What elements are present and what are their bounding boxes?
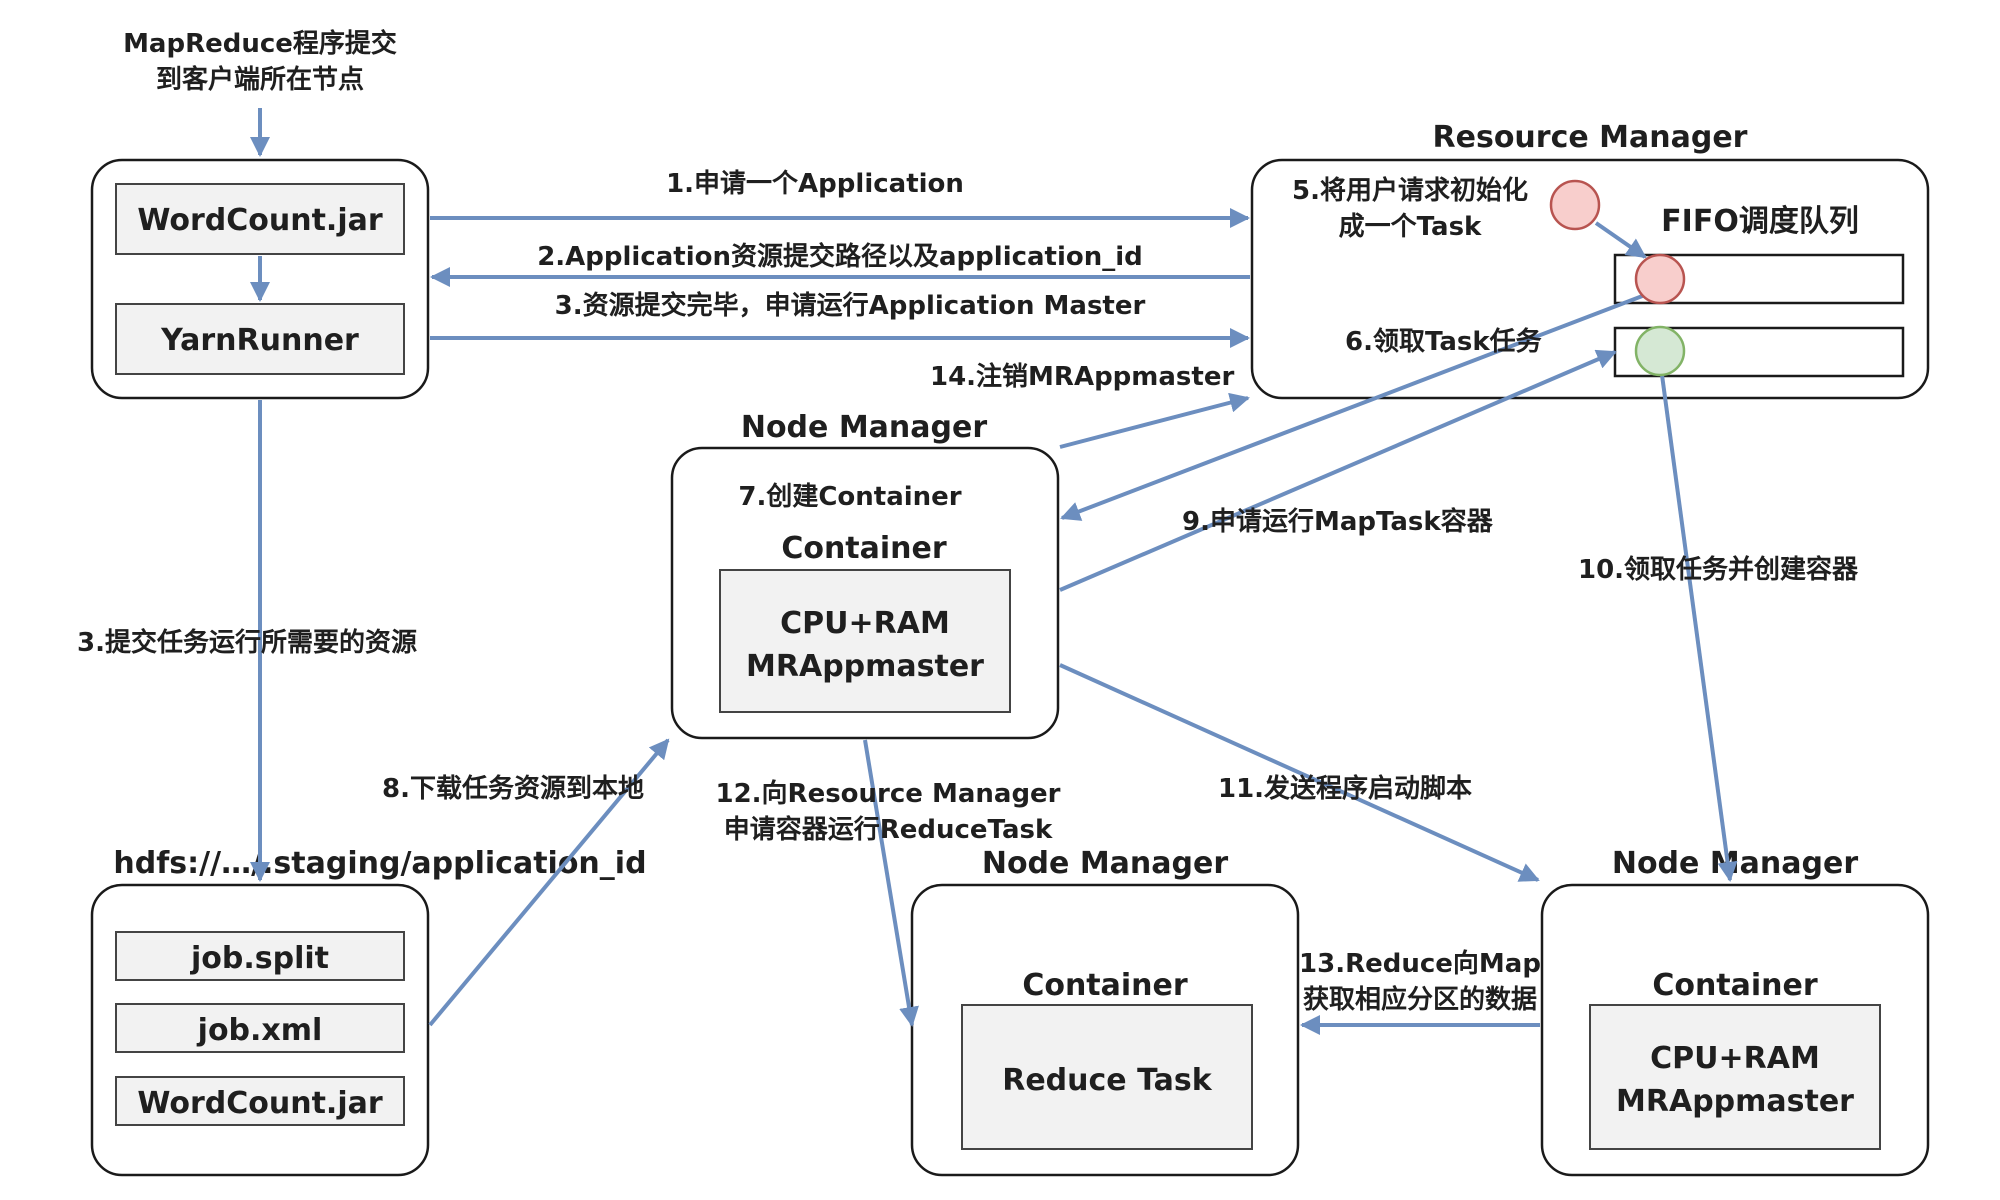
arrow-step11 xyxy=(1059,663,1540,882)
nm1-app-label: MRAppmaster xyxy=(746,649,984,684)
nm2-task-label: Reduce Task xyxy=(1002,1063,1213,1098)
node-manager-2-title: Node Manager xyxy=(982,846,1229,881)
step1-label: 1.申请一个Application xyxy=(666,169,964,199)
task-dot-queue-1 xyxy=(1634,253,1686,305)
hdfs-file-3: WordCount.jar xyxy=(137,1086,383,1121)
nm3-container-box xyxy=(1589,1004,1881,1150)
wordcount-jar-label: WordCount.jar xyxy=(137,203,383,238)
step10-label: 10.领取任务并创建容器 xyxy=(1578,554,1859,585)
node-manager-1-title: Node Manager xyxy=(741,410,988,445)
resource-manager-title: Resource Manager xyxy=(1433,120,1748,155)
step13-label-line2: 获取相应分区的数据 xyxy=(1303,984,1537,1015)
hdfs-file-2: job.xml xyxy=(197,1013,323,1048)
nm1-container-label: Container xyxy=(781,531,947,566)
nm1-container-box xyxy=(719,569,1011,713)
fifo-queue-title: FIFO调度队列 xyxy=(1661,204,1859,239)
yarnrunner-label: YarnRunner xyxy=(160,323,359,358)
step6-label: 6.领取Task任务 xyxy=(1345,326,1542,357)
nm1-res-label: CPU+RAM xyxy=(780,606,950,641)
arrow-step10 xyxy=(1660,374,1738,882)
nm2-container-box xyxy=(961,1004,1253,1150)
step8-label: 8.下载任务资源到本地 xyxy=(382,774,644,804)
step12-label-line1: 12.向Resource Manager xyxy=(715,778,1060,809)
step2-label: 2.Application资源提交路径以及application_id xyxy=(537,241,1143,272)
arrow-step8 xyxy=(428,738,670,1027)
hdfs-file-box-2 xyxy=(115,1003,405,1053)
step13-label-line1: 13.Reduce向Map xyxy=(1299,948,1541,979)
yarnrunner-box xyxy=(115,303,405,375)
arrow-step12 xyxy=(863,739,919,1027)
client-note-line2: 到客户端所在节点 xyxy=(156,64,364,95)
nm2-container-label: Container xyxy=(1022,968,1188,1003)
hdfs-file-box-1 xyxy=(115,931,405,981)
step12-label-line2: 申请容器运行ReduceTask xyxy=(724,814,1053,845)
rm-init-line2: 成一个Task xyxy=(1339,212,1482,242)
arrow-step14 xyxy=(1059,392,1250,449)
rm-init-line1: 5.将用户请求初始化 xyxy=(1292,175,1528,206)
step9-label: 9.申请运行MapTask容器 xyxy=(1182,506,1494,537)
step11-label: 11.发送程序启动脚本 xyxy=(1218,773,1472,804)
arrow-dot-to-queue xyxy=(1594,221,1647,259)
nm3-container-label: Container xyxy=(1652,968,1818,1003)
nm3-app-label: MRAppmaster xyxy=(1616,1084,1854,1119)
step3a-label: 3.资源提交完毕，申请运行Application Master xyxy=(555,290,1146,321)
nm3-res-label: CPU+RAM xyxy=(1650,1041,1820,1076)
arrow-step9 xyxy=(1059,349,1617,592)
step3b-label: 3.提交任务运行所需要的资源 xyxy=(77,627,417,658)
wordcount-jar-box xyxy=(115,183,405,255)
hdfs-file-1: job.split xyxy=(190,941,329,976)
nm1-create-label: 7.创建Container xyxy=(738,482,961,512)
task-dot-queue-2 xyxy=(1634,325,1686,377)
step14-label: 14.注销MRAppmaster xyxy=(930,361,1234,392)
hdfs-file-box-3 xyxy=(115,1076,405,1126)
task-dot-incoming xyxy=(1549,179,1601,231)
client-note-line1: MapReduce程序提交 xyxy=(123,28,397,59)
node-manager-3-title: Node Manager xyxy=(1612,846,1859,881)
arrow-step6 xyxy=(1060,293,1646,521)
